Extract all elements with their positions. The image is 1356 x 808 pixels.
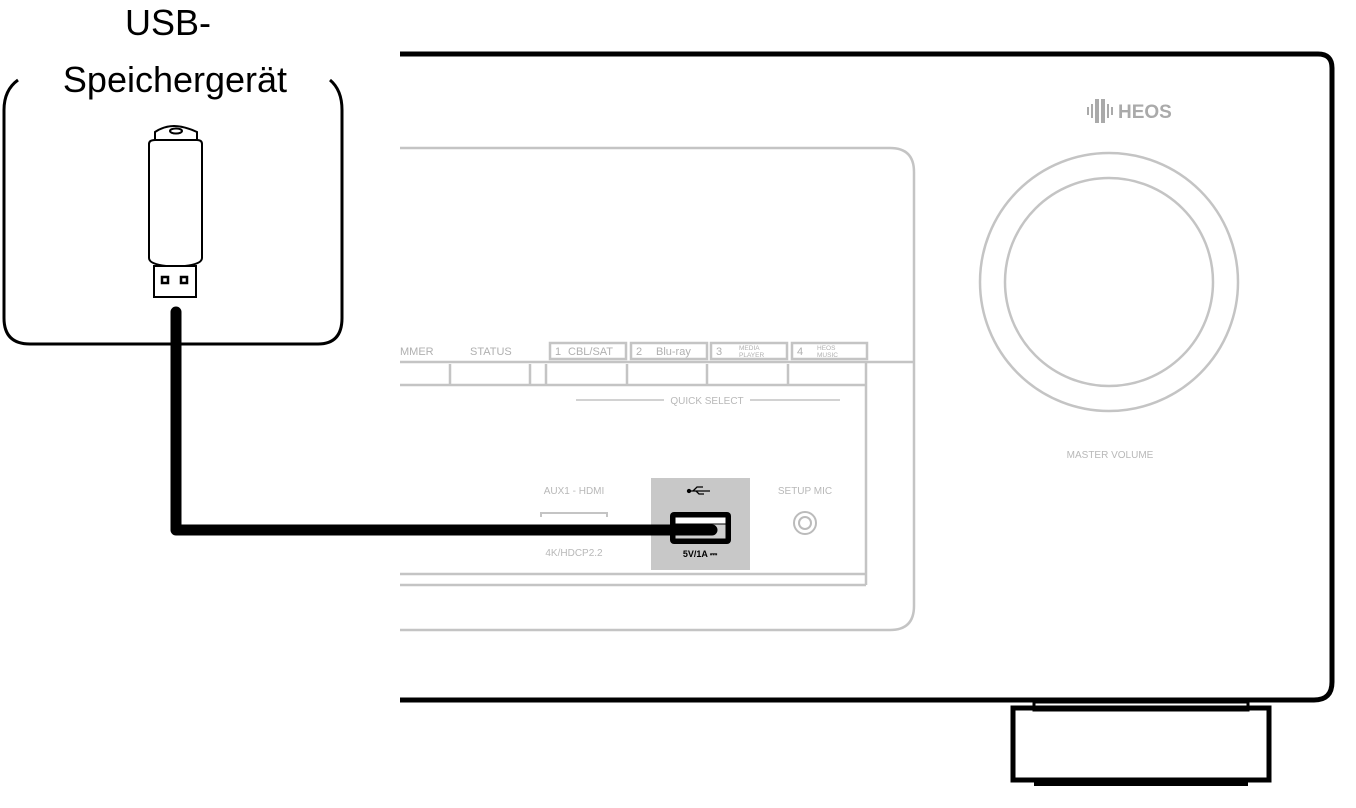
status-button-label: STATUS <box>470 346 512 358</box>
master-volume-label: MASTER VOLUME <box>1067 450 1154 461</box>
hdcp-label: 4K/HDCP2.2 <box>545 548 603 559</box>
svg-text:4: 4 <box>797 346 803 358</box>
svg-text:MEDIA: MEDIA <box>739 345 760 352</box>
setup-mic-jack[interactable] <box>793 511 817 535</box>
button-row <box>448 364 790 385</box>
usb-rating-label: 5V/1A ⎓ <box>683 549 718 559</box>
front-panel-frame <box>400 146 916 632</box>
usb-symbol-icon <box>686 486 710 495</box>
svg-text:3: 3 <box>716 346 722 358</box>
heos-logo: HEOS <box>1087 99 1172 123</box>
svg-text:MUSIC: MUSIC <box>817 352 838 359</box>
svg-text:PLAYER: PLAYER <box>739 352 764 359</box>
quick-select-title: QUICK SELECT <box>670 396 743 407</box>
device-label-line2: Speichergerät <box>63 59 287 100</box>
master-volume-knob[interactable] <box>978 151 1240 413</box>
hdmi-port <box>540 512 608 517</box>
receiver-foot <box>1010 700 1272 786</box>
usb-cable <box>170 306 718 536</box>
quick-select-1[interactable]: 1 CBL/SAT <box>548 341 628 361</box>
receiver-body <box>400 51 1335 703</box>
svg-text:CBL/SAT: CBL/SAT <box>568 346 613 358</box>
quick-select-4[interactable]: 4 HEOS MUSIC <box>790 341 869 361</box>
device-label-line1: USB- <box>125 2 211 43</box>
quick-select-3[interactable]: 3 MEDIA PLAYER <box>709 341 789 361</box>
svg-text:1: 1 <box>555 346 561 358</box>
svg-text:HEOS: HEOS <box>817 345 836 352</box>
quick-select-2[interactable]: 2 Blu-ray <box>629 341 709 361</box>
aux-hdmi-label: AUX1 - HDMI <box>544 486 605 497</box>
svg-text:Blu-ray: Blu-ray <box>656 346 691 358</box>
svg-text:2: 2 <box>636 346 642 358</box>
dimmer-button-label: MMER <box>400 346 434 358</box>
usb-stick-icon <box>148 124 203 298</box>
svg-text:HEOS: HEOS <box>1118 102 1172 123</box>
setup-mic-label: SETUP MIC <box>778 486 832 497</box>
